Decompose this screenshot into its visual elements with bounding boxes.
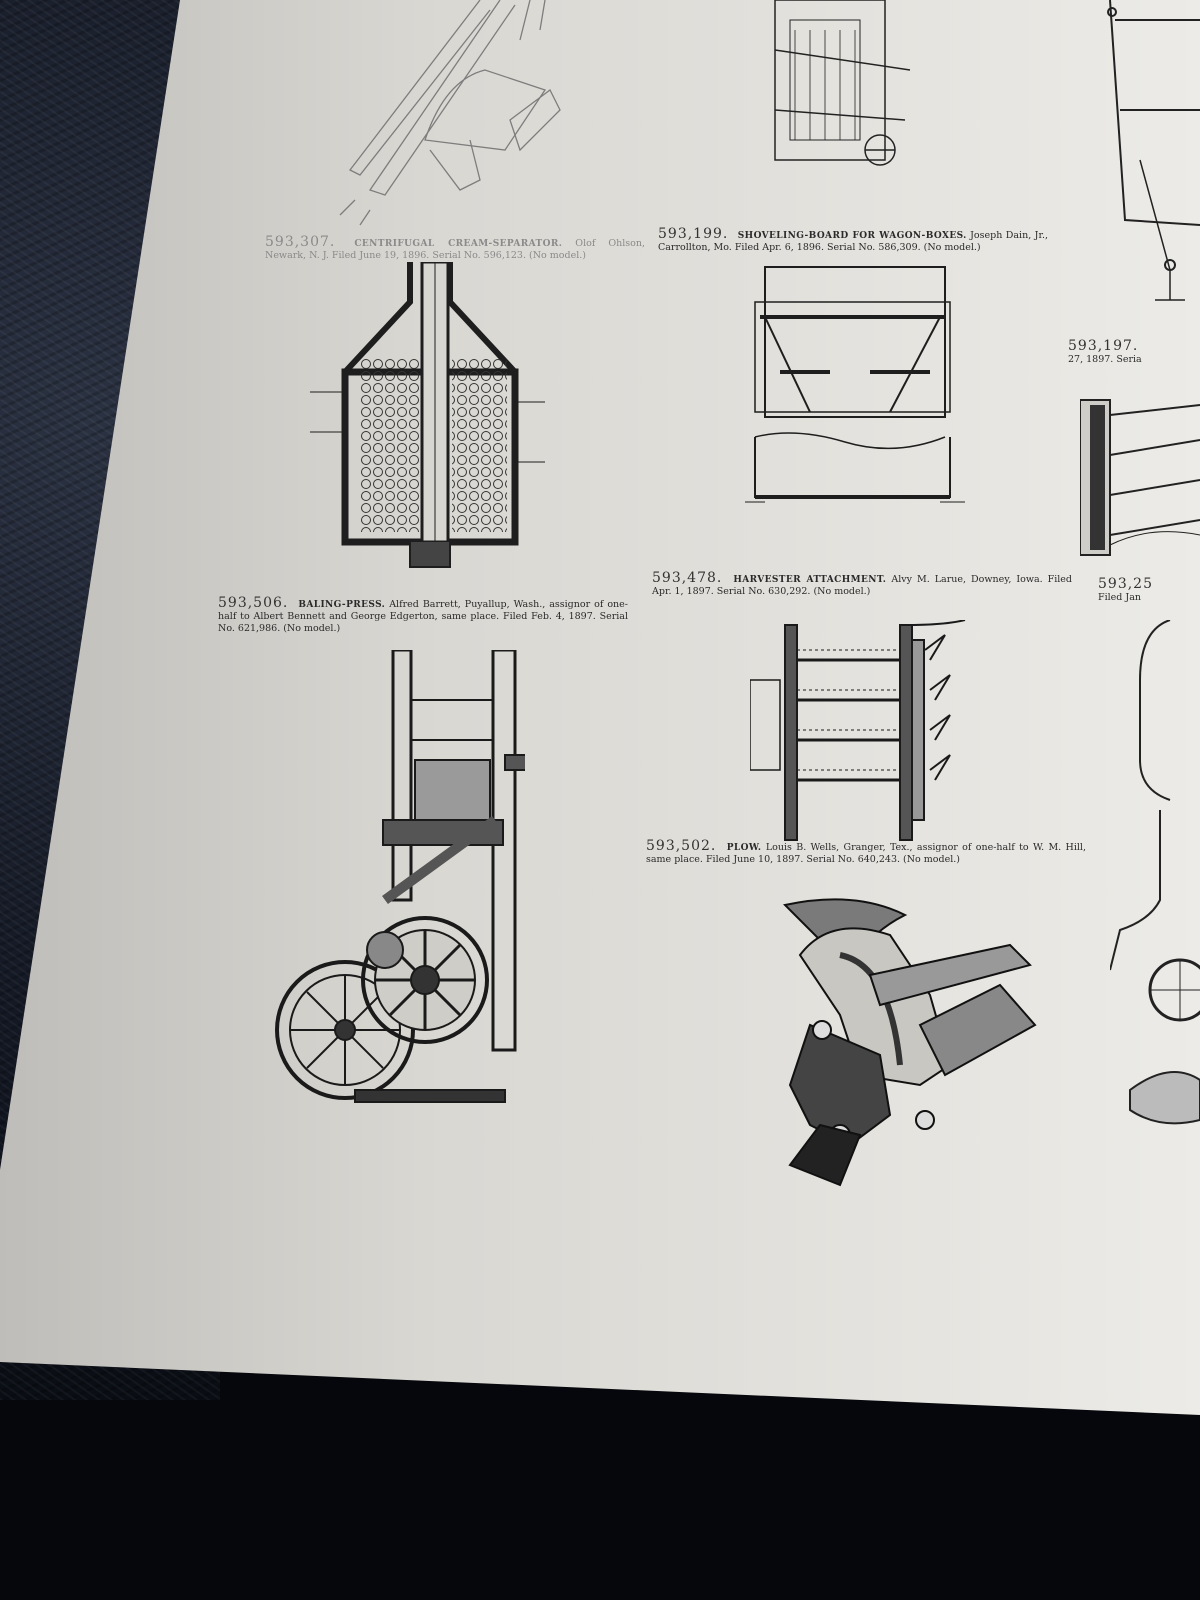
shoveling-board-figure xyxy=(740,262,970,532)
harvester-attachment-figure xyxy=(750,620,980,845)
patent-entry-shoveling-board: 593,199. SHOVELING-BOARD FOR WAGON-BOXES… xyxy=(658,226,1048,253)
right-edge-machine-figure xyxy=(1110,620,1200,1140)
cream-separator-section-figure xyxy=(300,262,560,592)
patent-entry-right-edge-2: 593,25 Filed Jan xyxy=(1098,576,1153,603)
right-edge-fence-figure xyxy=(1080,395,1200,565)
patent-entry-plow: 593,502. PLOW. Louis B. Wells, Granger, … xyxy=(646,838,1086,865)
patent-entry-baling-press: 593,506. BALING-PRESS. Alfred Barrett, P… xyxy=(218,595,628,634)
plow-figure xyxy=(770,895,1050,1195)
right-edge-upper-figure xyxy=(1100,0,1200,320)
patent-entry-harvester: 593,478. HARVESTER ATTACHMENT. Alvy M. L… xyxy=(652,570,1073,597)
patent-entry-right-edge-1: 593,197. 27, 1897. Seria xyxy=(1068,338,1142,365)
shoveling-board-upper-figure xyxy=(770,0,920,170)
baling-press-figure xyxy=(265,650,525,1120)
patent-entry-cream-separator: 593,307. CENTRIFUGAL CREAM-SEPARATOR. Ol… xyxy=(265,234,646,261)
cream-separator-upper-figure xyxy=(330,0,590,230)
